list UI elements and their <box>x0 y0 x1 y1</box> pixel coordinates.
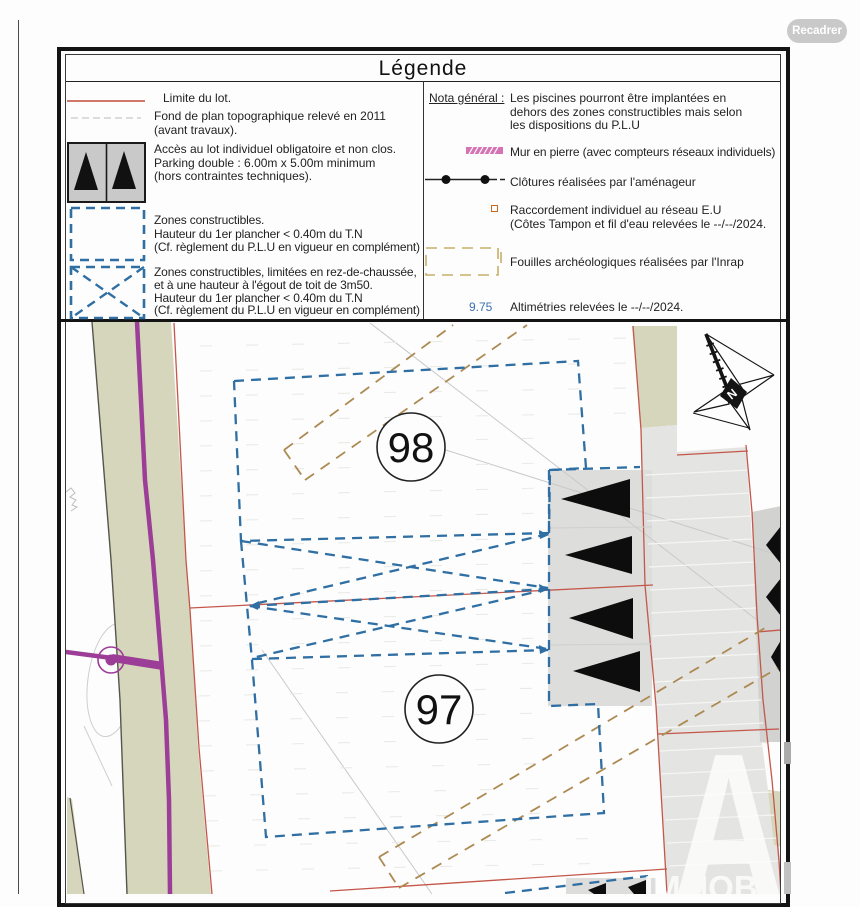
svg-text:98: 98 <box>388 424 435 471</box>
svg-text:A: A <box>672 709 785 894</box>
svg-text:IMMOB: IMMOB <box>644 869 758 894</box>
svg-text:97: 97 <box>416 686 463 733</box>
